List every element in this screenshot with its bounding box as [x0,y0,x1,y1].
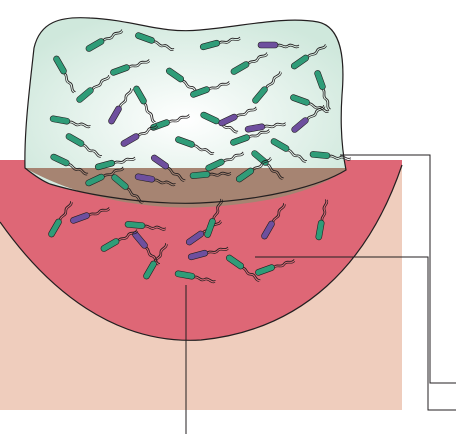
biofilm-diagram [0,0,456,434]
diagram-canvas [0,0,456,434]
